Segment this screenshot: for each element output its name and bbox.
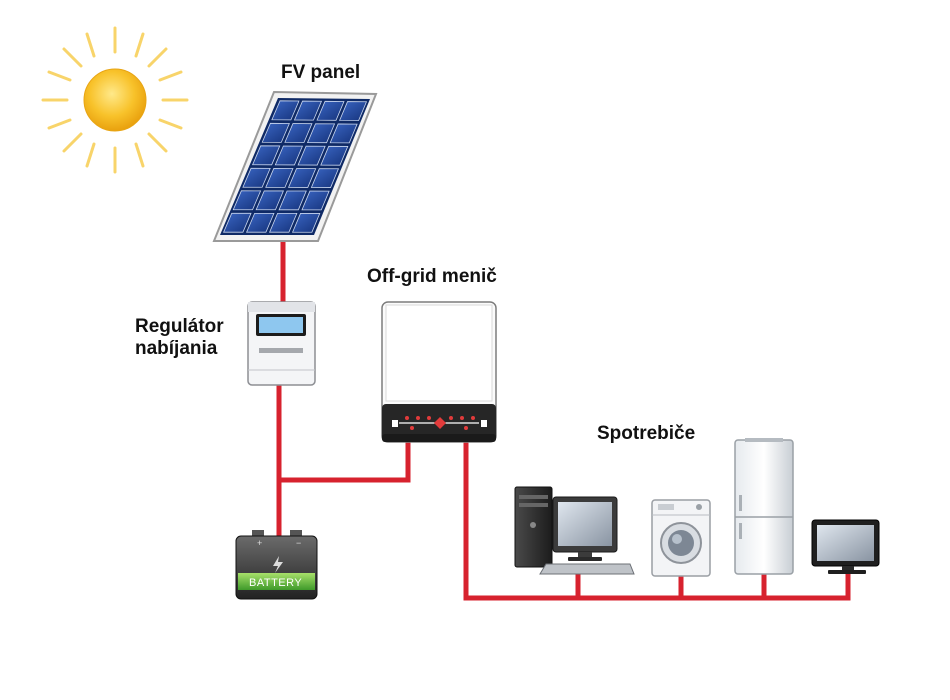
solar-cell xyxy=(291,213,321,233)
inverter-label: Off-grid menič xyxy=(367,266,497,287)
regulator-label-line2: nabíjania xyxy=(135,338,218,359)
solar-cell xyxy=(242,167,271,188)
refrigerator-icon xyxy=(734,438,794,575)
solar-cell xyxy=(297,145,326,166)
solar-cell xyxy=(268,212,298,233)
solar-panel-icon xyxy=(212,90,378,242)
solar-cell xyxy=(293,100,323,121)
solar-cell xyxy=(223,212,252,233)
battery-label: BATTERY xyxy=(249,577,302,589)
solar-cell xyxy=(232,190,262,211)
solar-cell xyxy=(316,100,345,121)
solar-cell xyxy=(306,123,336,144)
wiring xyxy=(276,237,851,601)
svg-text:−: − xyxy=(296,538,301,548)
charge-regulator-icon xyxy=(247,301,316,386)
solar-cell xyxy=(310,168,340,188)
wire-inverter-loads xyxy=(463,439,851,601)
regulator-label: Regulátor nabíjania xyxy=(135,316,224,360)
solar-cell xyxy=(287,168,317,188)
sun-icon xyxy=(41,26,189,174)
regulator-label-line1: Regulátor xyxy=(135,316,224,337)
solar-cell xyxy=(274,145,304,166)
solar-cell xyxy=(261,122,290,143)
solar-cell xyxy=(284,123,313,143)
solar-cell xyxy=(271,100,300,121)
solar-cell xyxy=(246,212,275,233)
solar-cell xyxy=(320,145,349,166)
washing-machine-icon xyxy=(651,499,711,577)
wire-battery-inverter xyxy=(276,439,411,483)
fv-panel-label: FV panel xyxy=(281,62,361,83)
inverter-icon xyxy=(381,301,497,443)
solar-cell xyxy=(301,190,330,211)
solar-cell xyxy=(251,145,281,166)
computer-icon xyxy=(514,486,635,575)
solar-cell xyxy=(339,101,368,121)
appliances-label: Spotrebiče xyxy=(597,423,696,444)
solar-cell xyxy=(265,168,294,188)
solar-cell xyxy=(278,190,307,211)
monitor-icon xyxy=(811,519,880,574)
solar-cell xyxy=(329,123,358,144)
solar-cell xyxy=(255,190,285,211)
battery-icon: + − BATTERY xyxy=(235,530,318,600)
svg-text:+: + xyxy=(257,538,262,548)
